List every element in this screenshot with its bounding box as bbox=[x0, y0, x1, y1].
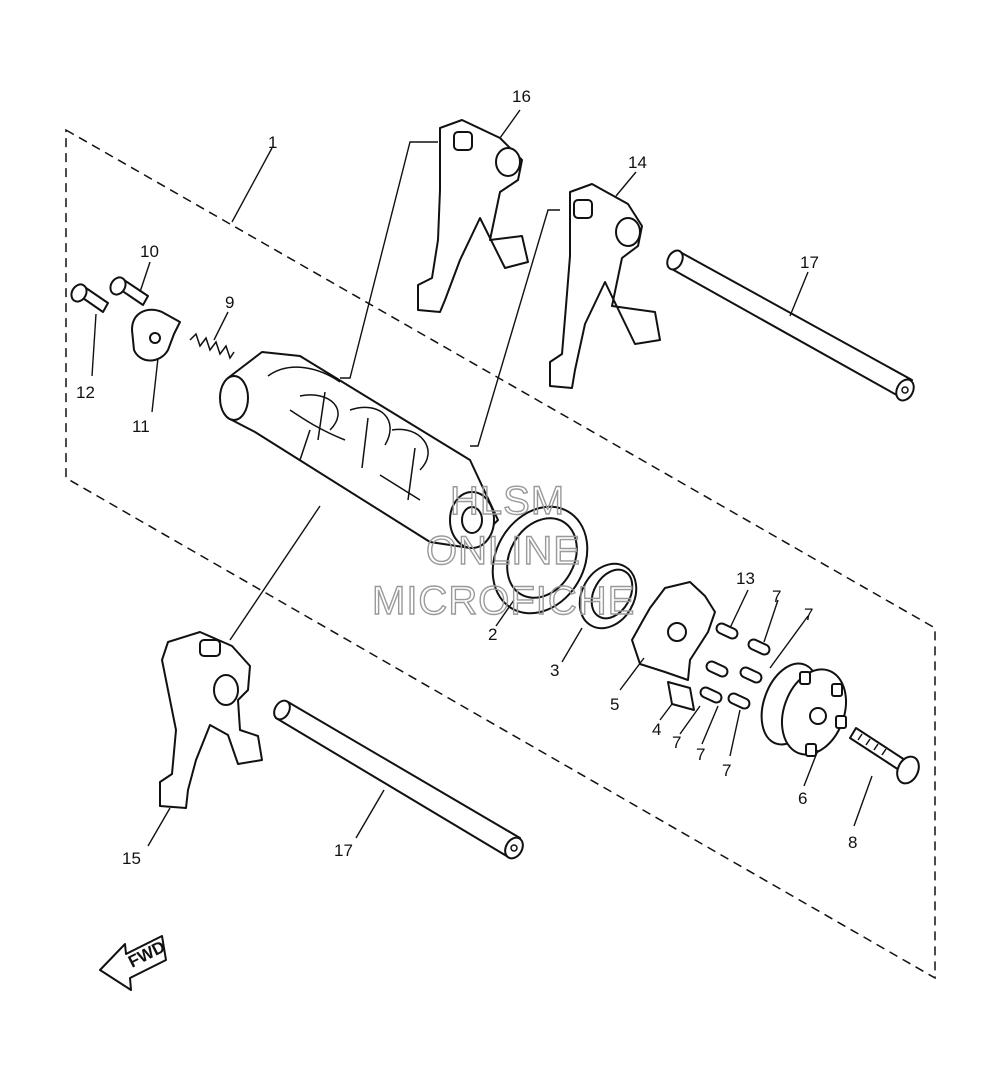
guide-bar-17-lower[interactable] bbox=[271, 698, 526, 862]
callout-12: 12 bbox=[76, 383, 95, 402]
callout-7d: 7 bbox=[696, 745, 705, 764]
callout-15: 15 bbox=[122, 849, 141, 868]
fwd-arrow: FWD bbox=[99, 935, 168, 991]
callout-14: 14 bbox=[628, 153, 647, 172]
collar-3[interactable] bbox=[568, 554, 647, 639]
callout-16: 16 bbox=[512, 87, 531, 106]
callout-11: 11 bbox=[132, 417, 150, 436]
callout-4: 4 bbox=[652, 720, 661, 739]
watermark-line-2: ONLINE bbox=[426, 529, 581, 573]
segment-6[interactable] bbox=[751, 656, 857, 764]
watermark-line-1: HLSM bbox=[450, 479, 565, 523]
spring-9[interactable] bbox=[189, 332, 235, 360]
dowel-pins[interactable] bbox=[699, 622, 771, 710]
callout-10: 10 bbox=[140, 242, 159, 261]
callout-5: 5 bbox=[610, 695, 619, 714]
callout-9: 9 bbox=[225, 293, 234, 312]
stopper-plate-4[interactable] bbox=[667, 681, 695, 711]
shift-fork-14[interactable] bbox=[549, 183, 661, 389]
shift-fork-16[interactable] bbox=[417, 119, 529, 313]
callout-3: 3 bbox=[550, 661, 559, 680]
callout-2: 2 bbox=[488, 625, 497, 644]
bearing-2[interactable] bbox=[474, 490, 606, 631]
screw-10[interactable] bbox=[107, 275, 149, 306]
watermark: HLSM ONLINE MICROFICHE bbox=[371, 478, 635, 623]
shift-fork-15[interactable] bbox=[159, 631, 263, 809]
bolt-8[interactable] bbox=[849, 727, 923, 787]
shift-drum[interactable] bbox=[219, 351, 499, 549]
callout-7b: 7 bbox=[804, 605, 813, 624]
callout-labels: 1 2 3 4 5 6 7 7 7 7 7 8 9 10 11 12 13 14… bbox=[76, 87, 857, 868]
segment-5[interactable] bbox=[631, 581, 716, 681]
watermark-line-3: MICROFICHE bbox=[372, 579, 635, 623]
stopper-lever-11[interactable] bbox=[131, 308, 181, 362]
callout-17-lower: 17 bbox=[334, 841, 353, 860]
callout-1: 1 bbox=[268, 133, 277, 152]
guide-bar-17-upper[interactable] bbox=[664, 248, 917, 404]
callout-8: 8 bbox=[848, 833, 857, 852]
callout-7a: 7 bbox=[772, 587, 781, 606]
callout-17-upper: 17 bbox=[800, 253, 819, 272]
callout-13: 13 bbox=[736, 569, 755, 588]
screw-12[interactable] bbox=[68, 282, 109, 313]
callout-7c: 7 bbox=[672, 733, 681, 752]
leader-lines bbox=[91, 109, 873, 847]
callout-6: 6 bbox=[798, 789, 807, 808]
callout-7e: 7 bbox=[722, 761, 731, 780]
assembly-boundary bbox=[65, 128, 936, 980]
